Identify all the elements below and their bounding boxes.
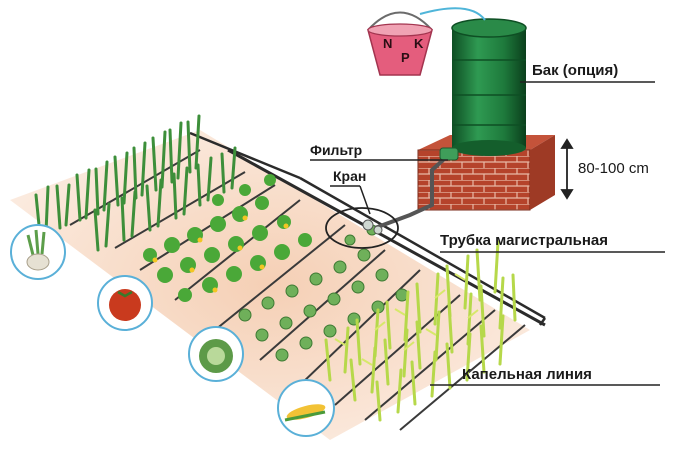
water-tank: [451, 18, 527, 156]
fertilizer-bucket: [367, 11, 433, 76]
valve-icon: [362, 219, 383, 235]
label-valve: Кран: [333, 168, 367, 184]
label-tank: Бак (опция): [532, 62, 619, 79]
onion-plants: [34, 114, 237, 252]
corn-plants: [324, 240, 517, 422]
label-drip-line: Капельная линия: [462, 366, 592, 383]
height-arrow: [560, 138, 574, 200]
cabbage-inset: [188, 326, 244, 382]
leader-lines: [310, 81, 665, 386]
label-height: 80-100 cm: [578, 160, 649, 177]
main-pipe: [227, 148, 546, 327]
tomato-plants: [143, 174, 312, 302]
label-main-pipe: Трубка магистральная: [440, 232, 608, 249]
bucket-letter-n: N: [383, 36, 393, 51]
bucket-letter-p: P: [401, 50, 410, 65]
onion-inset: [10, 224, 66, 280]
water-stream: [419, 7, 486, 21]
corn-inset: [277, 379, 335, 437]
label-filter: Фильтр: [310, 142, 363, 158]
filter-icon: [439, 147, 459, 161]
tomato-fruits: [152, 215, 289, 293]
supply-pipe: [374, 150, 454, 230]
bucket-letter-k: K: [414, 36, 424, 51]
corn-leaves: [334, 273, 479, 366]
tomato-inset: [97, 275, 153, 331]
valve-highlight: [325, 207, 399, 249]
